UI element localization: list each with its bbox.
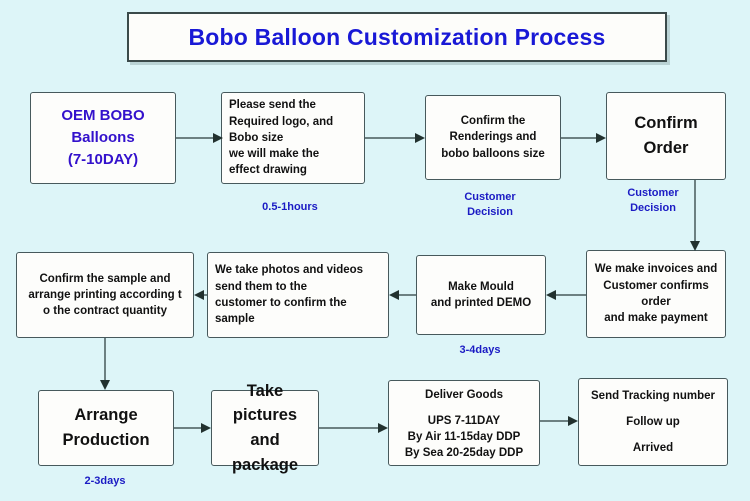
node-line: and package (231, 431, 299, 474)
arrow-delivergoods-to-tracking (540, 416, 578, 426)
node-line: (7-10DAY) (67, 150, 139, 168)
node-arrange-production[interactable]: Arrange Production (38, 390, 174, 466)
arrow-takepictures-to-delivergoods (319, 423, 388, 433)
arrow-confirmorder-to-invoices (690, 180, 700, 251)
node-line: By Air 11-15day DDP (407, 431, 521, 443)
node-line: Arrange (74, 406, 138, 425)
node-line: UPS 7-11DAY (427, 414, 501, 427)
caption-line: Decision (630, 201, 676, 214)
node-line: Confirm (634, 114, 698, 133)
page-title: Bobo Balloon Customization Process (188, 23, 606, 50)
caption-customer-decision-renderings: Customer Decision (435, 190, 545, 220)
arrow-arrangeproduction-to-takepictures (174, 423, 211, 433)
node-line: Renderings and (449, 131, 537, 144)
node-line: Customer confirms order (603, 279, 709, 308)
node-line: We make invoices and (594, 263, 718, 276)
node-line: effect drawing (229, 164, 307, 177)
node-line: send them to the (215, 280, 308, 293)
node-line: Please send the (229, 99, 316, 112)
node-line: we will make the (229, 148, 320, 161)
node-line: and make payment (604, 312, 708, 325)
caption-days-production: 2-3days (84, 475, 126, 487)
node-confirm-renderings[interactable]: Confirm the Renderings and bobo balloons… (425, 95, 561, 180)
node-line: Take pictures (232, 381, 298, 425)
node-line: Arrived (632, 442, 674, 455)
caption-line: Customer (464, 191, 516, 203)
arrow-photos-to-confirmsample (194, 290, 207, 300)
node-line: Bobo size (229, 131, 284, 144)
node-make-invoices[interactable]: We make invoices and Customer confirms o… (586, 250, 726, 338)
node-take-photos-videos[interactable]: We take photos and videos send them to t… (207, 252, 389, 338)
node-line: Send Tracking number (591, 389, 715, 402)
caption-hours: 0.5-1hours (262, 201, 318, 213)
node-line: bobo balloons size (441, 147, 545, 160)
caption-days-mould: 3-4days (459, 344, 501, 356)
arrow-oem-to-sendlogo (176, 133, 223, 143)
caption-customer-decision-order: Customer Decision (598, 186, 708, 216)
node-line: OEM BOBO (61, 107, 145, 125)
node-line: Deliver Goods (425, 389, 503, 402)
node-line: We take photos and videos (215, 264, 364, 277)
node-send-tracking-number[interactable]: Send Tracking number Follow up Arrived (578, 378, 728, 466)
node-line: Confirm the (460, 115, 526, 127)
node-line: Production (62, 431, 150, 449)
node-line: Balloons (71, 129, 135, 147)
caption-line: Customer (627, 187, 679, 199)
node-send-required-logo[interactable]: Please send the Required logo, and Bobo … (221, 92, 365, 184)
node-line: By Sea 20-25day DDP (404, 447, 524, 460)
node-line: o the contract quantity (43, 305, 167, 318)
node-line: Required logo, and (229, 115, 334, 128)
arrow-confirmsample-to-arrangeproduction (100, 338, 110, 390)
diagram-title-box: Bobo Balloon Customization Process (127, 12, 667, 62)
node-confirm-sample[interactable]: Confirm the sample and arrange printing … (16, 252, 194, 338)
node-line: Follow up (626, 415, 680, 428)
node-line: customer to confirm the (215, 297, 347, 309)
node-line: arrange printing according t (28, 288, 182, 301)
node-oem-bobo-balloons[interactable]: OEM BOBO Balloons (7-10DAY) (30, 92, 176, 184)
node-take-pictures-package[interactable]: Take pictures and package (211, 382, 319, 474)
node-make-mould[interactable]: Make Mould and printed DEMO (416, 255, 546, 335)
node-deliver-goods[interactable]: Deliver Goods UPS 7-11DAY By Air 11-15da… (388, 380, 540, 466)
arrow-makemould-to-photos (389, 290, 416, 300)
arrow-sendlogo-to-renderings (365, 133, 425, 143)
arrow-renderings-to-confirmorder (561, 133, 606, 143)
node-line: Order (643, 139, 689, 157)
node-line: sample (215, 313, 255, 326)
caption-line: Decision (467, 205, 513, 218)
arrow-invoices-to-makemould (546, 290, 586, 300)
node-confirm-order[interactable]: Confirm Order (606, 92, 726, 180)
node-line: Make Mould (448, 280, 514, 293)
node-line: Confirm the sample and (39, 272, 171, 285)
node-line: and printed DEMO (430, 297, 532, 309)
